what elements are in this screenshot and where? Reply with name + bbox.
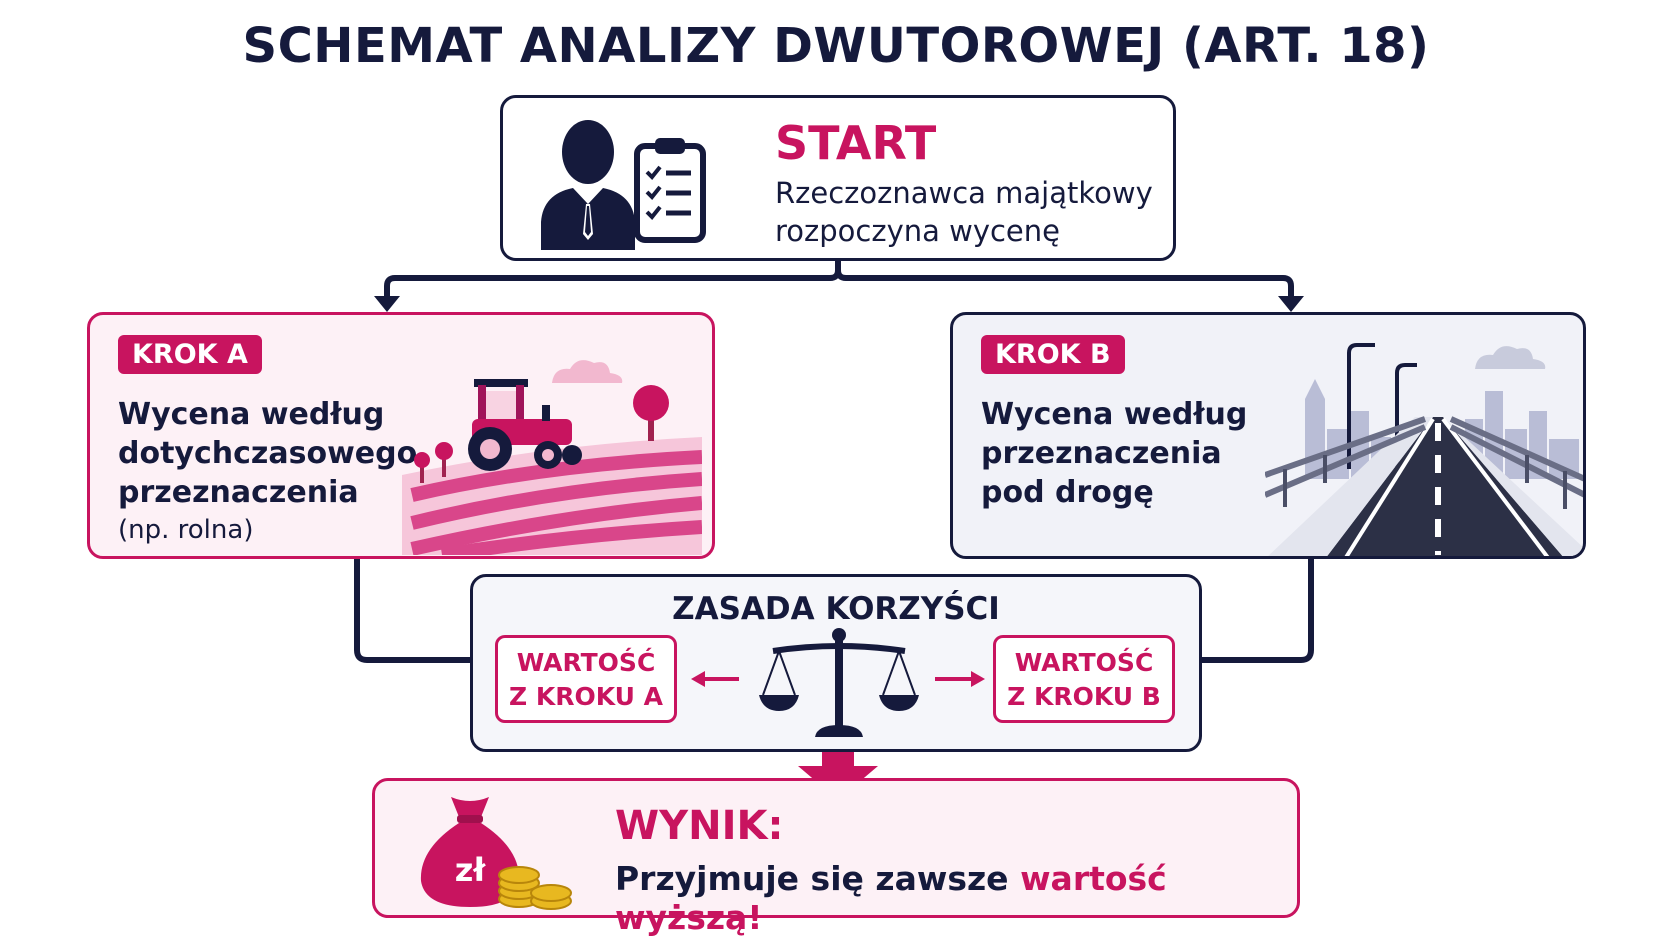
result-text: Przyjmuje się zawsze wartość wyższą! (615, 859, 1297, 937)
start-box: START Rzeczoznawca majątkowy rozpoczyna … (500, 95, 1176, 261)
diagram-title: SCHEMAT ANALIZY DWUTOROWEJ (ART. 18) (242, 18, 1430, 74)
step-a-title: Wycena według dotychczasowego przeznacze… (118, 395, 417, 512)
result-text-emphasis: wartość wyższą! (615, 859, 1167, 937)
step-b-badge: KROK B (981, 335, 1125, 374)
step-a-note: (np. rolna) (118, 515, 254, 545)
step-b-title-line: przeznaczenia (981, 436, 1222, 471)
money-bag-icon: zł (420, 797, 520, 907)
value-step-b-line: Z KROKU B (1007, 682, 1161, 711)
start-description: Rzeczoznawca majątkowy rozpoczyna wycenę (775, 176, 1153, 248)
coins-icon (498, 866, 572, 910)
step-b-title-line: pod drogę (981, 475, 1154, 510)
value-step-a-line: Z KROKU A (509, 682, 663, 711)
step-a-badge: KROK A (118, 335, 262, 374)
benefit-rule-box: ZASADA KORZYŚCI WARTOŚĆ Z KROKU A WARTOŚ… (470, 574, 1202, 752)
step-a-title-line: dotychczasowego (118, 436, 418, 471)
step-a-title-line: przeznaczenia (118, 475, 359, 510)
value-step-b-box: WARTOŚĆ Z KROKU B (993, 635, 1175, 723)
arrow-right-icon (935, 671, 985, 687)
start-title: START (775, 116, 937, 170)
value-step-a-line: WARTOŚĆ (516, 648, 656, 677)
road-city-icon (1265, 343, 1583, 556)
scales-icon (759, 628, 919, 737)
money-bag-symbol: zł (455, 851, 487, 889)
step-a-title-line: Wycena według (118, 397, 385, 432)
arrow-left-icon (691, 671, 739, 687)
tractor-field-icon (402, 360, 702, 555)
value-step-a-box: WARTOŚĆ Z KROKU A (495, 635, 677, 723)
result-box: zł WYNIK: Przyjmuje się zawsze wartość w… (372, 778, 1300, 937)
value-step-b-line: WARTOŚĆ (1014, 648, 1154, 677)
step-a-box: KROK A Wycena według dotychczasowego prz… (87, 312, 715, 559)
step-b-box: KROK B Wycena według przeznaczenia pod d… (950, 312, 1586, 559)
clipboard-checklist-icon (634, 138, 706, 243)
step-b-title-line: Wycena według (981, 397, 1248, 432)
arrow-down-icon (374, 296, 400, 312)
result-text-main: Przyjmuje się zawsze (615, 859, 1021, 898)
arrow-down-icon (1278, 296, 1304, 312)
result-title: WYNIK: (615, 803, 784, 849)
step-b-title: Wycena według przeznaczenia pod drogę (981, 395, 1247, 512)
person-icon (541, 120, 635, 250)
benefit-rule-title: ZASADA KORZYŚCI (672, 591, 1000, 627)
